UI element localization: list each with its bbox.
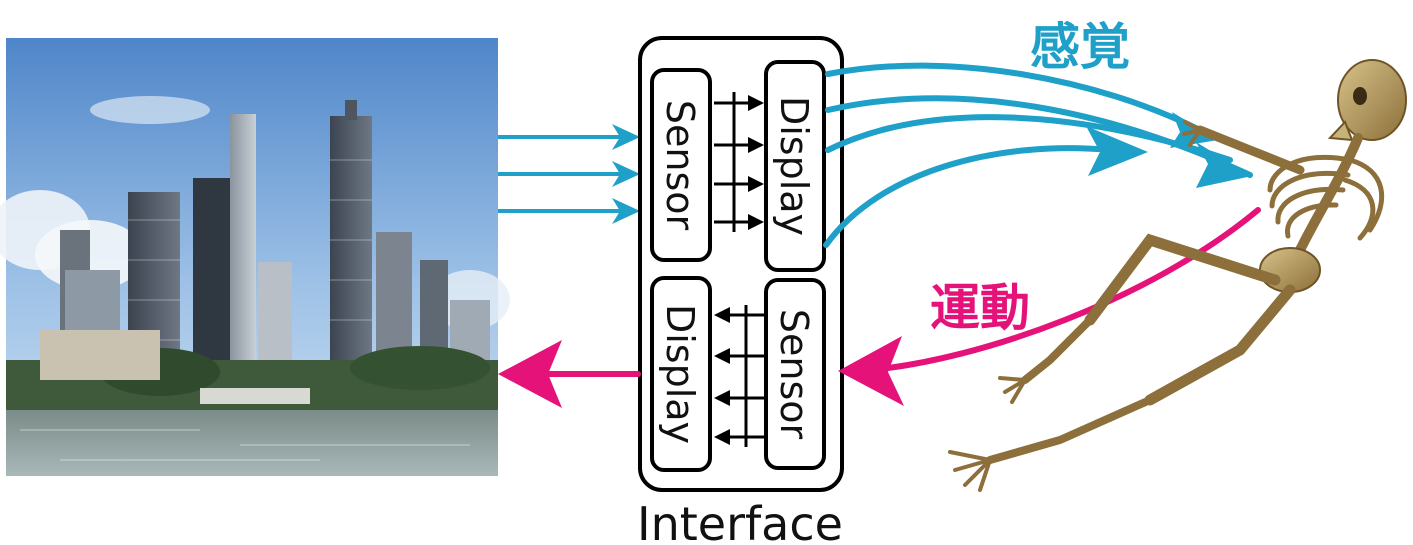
- motion-arrow-body-to-sensor: [867, 207, 1261, 373]
- sensation-label: 感覚: [1030, 18, 1130, 76]
- sensation-arrow-2: [825, 114, 1233, 163]
- upper-sensor-box: [650, 68, 712, 262]
- lower-display-label: Display: [658, 304, 702, 444]
- incoming-sensation-arrows: [498, 124, 640, 224]
- motion-arrowheads: [498, 336, 904, 408]
- skeleton-figure: [948, 59, 1407, 492]
- lower-internal-arrows: [714, 305, 764, 447]
- motion-arrows: [535, 207, 1261, 377]
- sensation-arrow-4: [825, 95, 1253, 178]
- interface-caption: Interface: [637, 497, 843, 545]
- interface-box: Sensor Display Display Sensor: [637, 36, 844, 545]
- upper-sensor-label: Sensor: [658, 100, 702, 231]
- sensation-arrow-3: [823, 145, 1113, 248]
- upper-internal-arrows: [714, 92, 764, 232]
- sensation-arrows: [823, 62, 1253, 248]
- lower-sensor-label: Sensor: [772, 309, 816, 440]
- upper-display-label: Display: [772, 96, 816, 236]
- upper-display-box: [764, 60, 826, 272]
- lower-display-box: [650, 276, 712, 472]
- city-skyline-photo: [0, 38, 510, 476]
- sensation-arrow-1: [825, 62, 1203, 133]
- lower-sensor-box: [764, 278, 826, 470]
- motion-label: 運動: [930, 279, 1030, 337]
